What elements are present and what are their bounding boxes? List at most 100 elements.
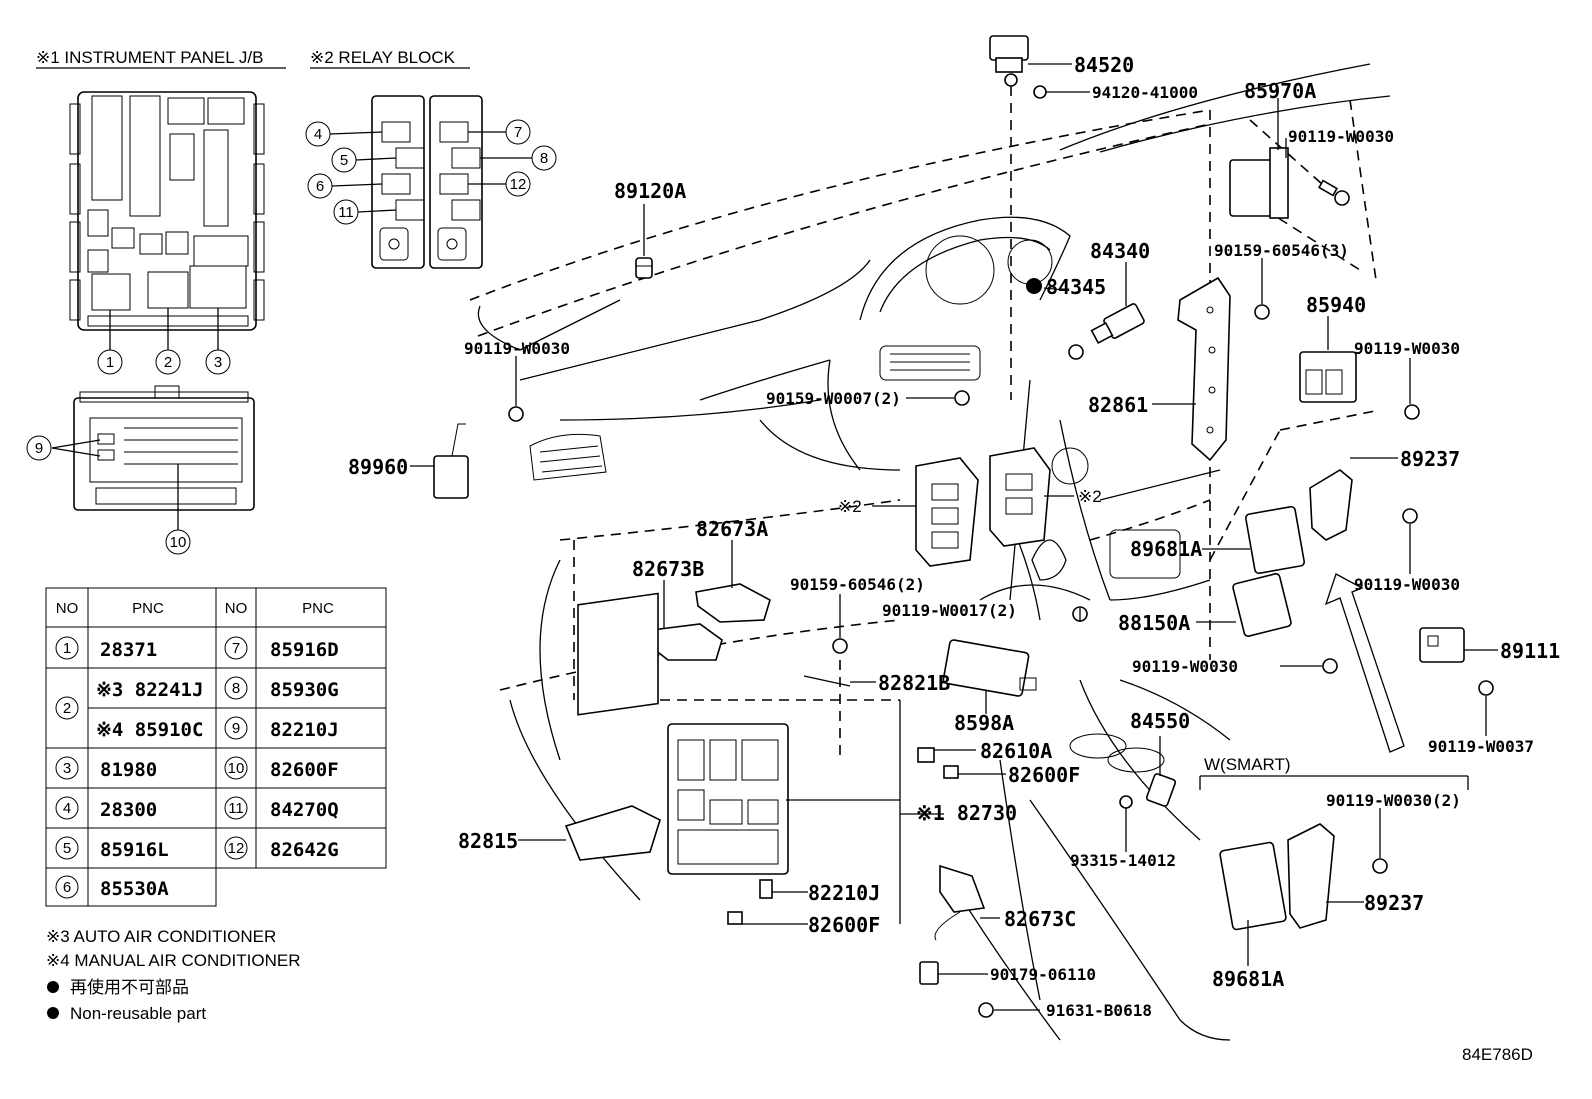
label-90119-w0030: 90119-W0030 (1354, 575, 1460, 594)
callout-5: 5 (340, 152, 348, 169)
part-82673c-drawing (934, 864, 986, 941)
table-row-pnc: 85916D (270, 639, 339, 661)
label-88150a: 88150A (1118, 611, 1190, 635)
part-89237-upper-drawing (1309, 469, 1353, 541)
label-94120-41000: 94120-41000 (1092, 83, 1198, 102)
part-82673b-drawing (649, 623, 723, 661)
label-84345: 84345 (1046, 275, 1106, 299)
label-89237: 89237 (1400, 447, 1460, 471)
nut-icon (1068, 344, 1084, 360)
part-89120a-drawing (635, 257, 653, 279)
label-82210j: 82210J (808, 881, 880, 905)
table-row-pnc: 82600F (270, 759, 339, 781)
table-row-pnc: 28371 (100, 639, 157, 661)
callout-4: 4 (314, 126, 322, 143)
table-row-pnc: 85916L (100, 839, 169, 861)
label-90119-w0030: 90119-W0030 (1288, 127, 1394, 146)
part-82673a-drawing (695, 583, 771, 623)
table-row-no: 7 (232, 640, 240, 657)
table-row-no: 1 (63, 640, 71, 657)
label-84550: 84550 (1130, 709, 1190, 733)
table-row-pnc: 85530A (100, 878, 169, 900)
label-82861: 82861 (1088, 393, 1148, 417)
part-88150a-drawing (1232, 573, 1292, 637)
relay-block-drawing (371, 95, 483, 269)
callout-11: 11 (338, 204, 354, 221)
label-89237: 89237 (1364, 891, 1424, 915)
callout-7: 7 (514, 124, 522, 141)
label-90119-w0030: 90119-W0030 (1354, 339, 1460, 358)
table-header-no-left: NO (56, 600, 79, 617)
part-8598a-drawing (942, 639, 1037, 697)
pnc-table (45, 587, 387, 907)
part-89111-drawing (1419, 627, 1465, 663)
label-90119-w0030: 90119-W0030 (1132, 657, 1238, 676)
callout-10: 10 (170, 534, 187, 551)
bolt-icon (1478, 680, 1494, 696)
callout-12: 12 (510, 176, 527, 193)
label-89111: 89111 (1500, 639, 1560, 663)
bullet-icon (47, 1007, 59, 1019)
table-row-no: 3 (63, 760, 71, 777)
bolt-icon (954, 390, 970, 406)
label-89681a: 89681A (1212, 967, 1284, 991)
callout-8: 8 (540, 150, 548, 167)
table-row-no: 8 (232, 680, 240, 697)
table-header-pnc-left: PNC (132, 600, 164, 617)
note-manual-ac: ※4 MANUAL AIR CONDITIONER (46, 951, 301, 970)
bolt-icon (1372, 858, 1388, 874)
part-85940-drawing (1299, 351, 1357, 403)
label-82673b: 82673B (632, 557, 704, 581)
part-82600f-drawing (727, 911, 743, 925)
table-header-no-right: NO (225, 600, 248, 617)
label-82821b: 82821B (878, 671, 950, 695)
part-82210j-drawing (759, 879, 773, 899)
part-90179-drawing (919, 961, 939, 985)
callout-6: 6 (316, 178, 324, 195)
bolt-icon (1402, 508, 1418, 524)
table-header-pnc-right: PNC (302, 600, 334, 617)
table-row-pnc: 81980 (100, 759, 157, 781)
table-row-no: 12 (228, 840, 245, 857)
label-relay-block-ref: ※2 (1078, 487, 1102, 506)
part-84550-drawing (1145, 773, 1177, 807)
callout-9: 9 (35, 440, 43, 457)
label-relay-block-ref: ※2 (838, 497, 862, 516)
label-82600f: 82600F (808, 913, 880, 937)
label-82673c: 82673C (1004, 907, 1076, 931)
label-8598a: 8598A (954, 711, 1014, 735)
nut-icon (1033, 85, 1047, 99)
label-w-smart: W(SMART) (1204, 755, 1291, 774)
bolt-icon (508, 406, 524, 422)
label-90119-w0017-2: 90119-W0017(2) (882, 601, 1017, 620)
part-82730-junction-block-drawing (577, 592, 789, 875)
part-82821b-drawing (803, 675, 851, 687)
table-row-no: 9 (232, 720, 240, 737)
bolt-icon (1322, 658, 1338, 674)
callout-3: 3 (214, 354, 222, 371)
label-90179-06110: 90179-06110 (990, 965, 1096, 984)
label-90159-w0007-2: 90159-W0007(2) (766, 389, 901, 408)
non-reusable-marker-icon (1026, 278, 1042, 294)
label-84340: 84340 (1090, 239, 1150, 263)
bullet-icon (47, 981, 59, 993)
heading-relay-block: ※2 RELAY BLOCK (310, 48, 456, 67)
part-85970a-drawing (1229, 147, 1289, 219)
label-82730: ※1 82730 (916, 801, 1017, 825)
note-non-reusable-en: Non-reusable part (70, 1004, 206, 1023)
callout-2: 2 (164, 354, 172, 371)
part-84520-drawing (989, 35, 1029, 87)
diagram-code: 84E786D (1462, 1045, 1533, 1064)
part-89681a-smart-drawing (1219, 841, 1287, 931)
part-82861-drawing (1177, 276, 1231, 462)
label-90119-w0030-2: 90119-W0030(2) (1326, 791, 1461, 810)
bolt-icon (1119, 795, 1133, 809)
part-89237-smart-drawing (1287, 823, 1335, 929)
bolt-icon (832, 638, 848, 654)
part-89960-drawing (433, 423, 469, 499)
table-row-pnc: 84270Q (270, 799, 339, 821)
table-row-no: 11 (228, 800, 244, 817)
bolt-icon (1254, 304, 1270, 320)
bolt-icon (978, 1002, 994, 1018)
label-90159-60546-2: 90159-60546(2) (790, 575, 925, 594)
